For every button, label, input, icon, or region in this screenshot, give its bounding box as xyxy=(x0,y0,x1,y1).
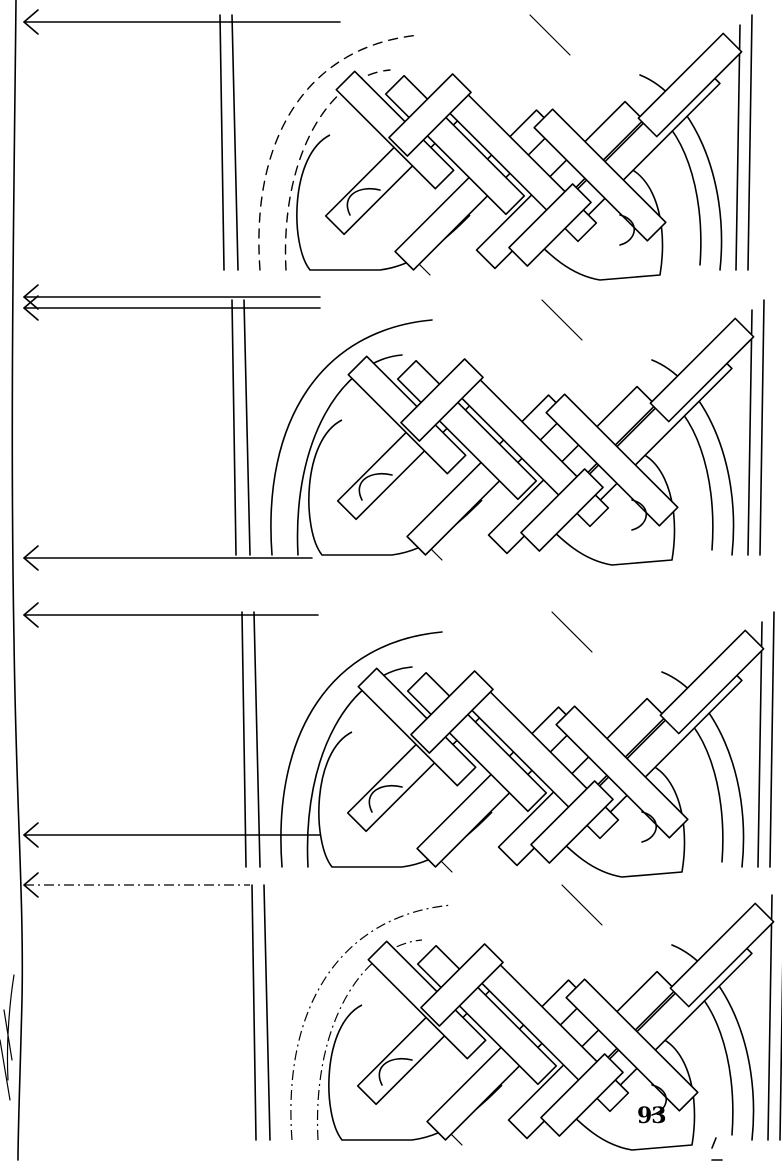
frame-right-outer-line xyxy=(748,15,752,270)
arrow-4 xyxy=(24,546,312,570)
arrow-5 xyxy=(24,603,318,627)
frame-right-line xyxy=(748,310,752,555)
frame-inner-line xyxy=(254,612,260,867)
knot-panel-4 xyxy=(252,885,782,1150)
frame-right-line xyxy=(758,622,762,867)
frame-inner-line xyxy=(264,885,270,1140)
page-number: 93 xyxy=(637,1103,666,1129)
frame-left-line xyxy=(220,15,224,270)
frame-right-outer-line xyxy=(760,300,764,555)
guide-diagonal xyxy=(542,300,582,340)
knot-panel-3 xyxy=(242,612,774,877)
arrow-7 xyxy=(24,873,250,897)
arrow-3 xyxy=(24,296,320,320)
frame-inner-line xyxy=(232,15,238,270)
frame-left-line xyxy=(242,612,246,867)
guide-diagonal xyxy=(552,612,592,652)
frame-right-outer-line xyxy=(770,612,774,867)
frame-inner-line xyxy=(244,300,250,555)
frame-left-line xyxy=(252,885,256,1140)
guide-diagonal xyxy=(562,885,602,925)
page-edge-sketch xyxy=(0,975,14,1100)
page-edge-line xyxy=(12,0,22,1160)
knot-panel-1 xyxy=(220,15,752,280)
corner-mark xyxy=(712,1138,722,1160)
frame-right-line xyxy=(768,895,772,1140)
knot-panel-2 xyxy=(232,300,764,565)
frame-right-line xyxy=(736,25,740,270)
arrow-2 xyxy=(24,285,320,309)
panel-group xyxy=(220,15,782,1150)
arrow-1 xyxy=(24,10,340,34)
frame-left-line xyxy=(232,300,236,555)
guide-diagonal xyxy=(530,15,570,55)
